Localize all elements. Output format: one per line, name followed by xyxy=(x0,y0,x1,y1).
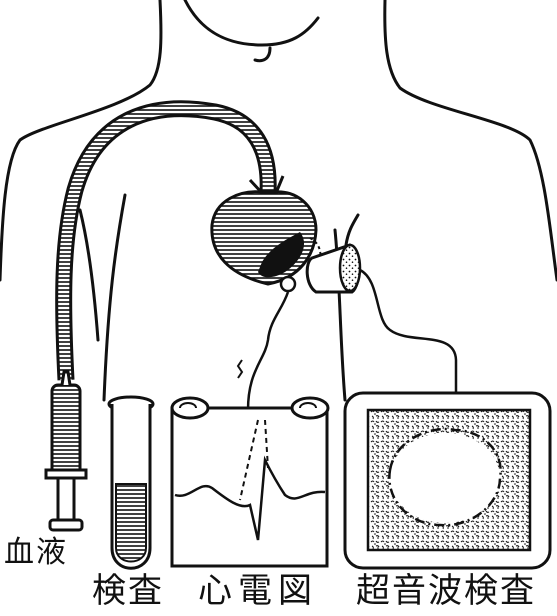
ecg-lead-wire xyxy=(238,292,288,410)
exam-label: 検査 xyxy=(92,574,164,608)
blood-label: 血液 xyxy=(4,538,68,568)
test-tube-icon xyxy=(109,397,153,568)
ecg-label: 心電図 xyxy=(198,574,318,608)
ultrasound-exam-label: 超音波検査 xyxy=(356,574,536,608)
ecg-strip-icon xyxy=(172,398,328,566)
ultrasound-monitor-icon xyxy=(345,393,550,568)
ultrasound-probe-icon xyxy=(307,245,456,400)
heart-icon xyxy=(212,176,321,291)
syringe-icon xyxy=(46,372,86,530)
